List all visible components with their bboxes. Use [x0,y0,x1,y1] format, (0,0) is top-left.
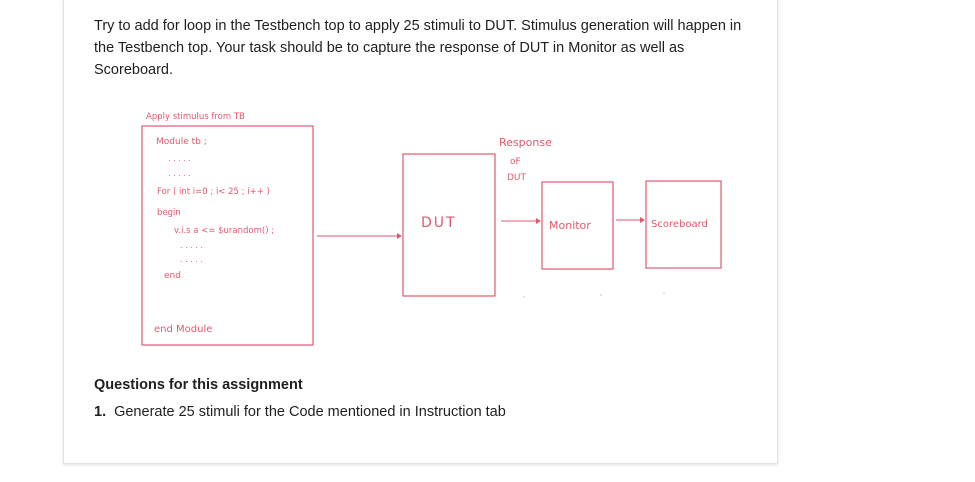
arrow-dut-to-monitor-head [536,218,541,224]
tb-caption: Apply stimulus from TB [146,112,245,122]
tb-assign-line: v.i.s a <= $urandom() ; [174,226,274,236]
response-label-3: DUT [507,173,527,183]
scoreboard-label: Scoreboard [651,219,708,230]
tb-dots-2: . . . . . [168,169,191,178]
dut-label: DUT [421,215,457,231]
question-text: Generate 25 stimuli for the Code mention… [114,404,506,420]
dut-box [402,153,496,297]
testbench-box [141,125,314,346]
monitor-label: Monitor [549,219,591,232]
tb-for-line: For ( int i=0 ; i< 25 ; i++ ) [157,187,270,197]
tb-begin-line: begin [157,208,181,218]
questions-heading: Questions for this assignment [94,377,303,393]
instruction-text: Try to add for loop in the Testbench top… [94,18,742,78]
tb-end-line: end [164,271,181,281]
question-item: 1. Generate 25 stimuli for the Code menti… [94,404,506,420]
testbench-diagram: Apply stimulus from TB Module tb ; . . .… [141,112,722,346]
tb-dots-1: . . . . . [168,154,191,163]
monitor-box [541,181,614,270]
tb-module-line: Module tb ; [156,137,207,147]
tb-dots-4: . . . . . [180,255,203,264]
arrow-tb-to-dut-head [397,233,402,239]
scoreboard-box [645,180,722,269]
response-label-2: oF [510,157,521,167]
assignment-card: Try to add for loop in the Testbench top… [63,0,778,464]
tb-dots-3: . . . . . [180,241,203,250]
arrow-monitor-to-scoreboard-head [640,217,645,223]
question-number: 1. [94,404,107,420]
response-label-1: Response [499,136,552,149]
tb-endmodule-line: end Module [154,324,212,335]
